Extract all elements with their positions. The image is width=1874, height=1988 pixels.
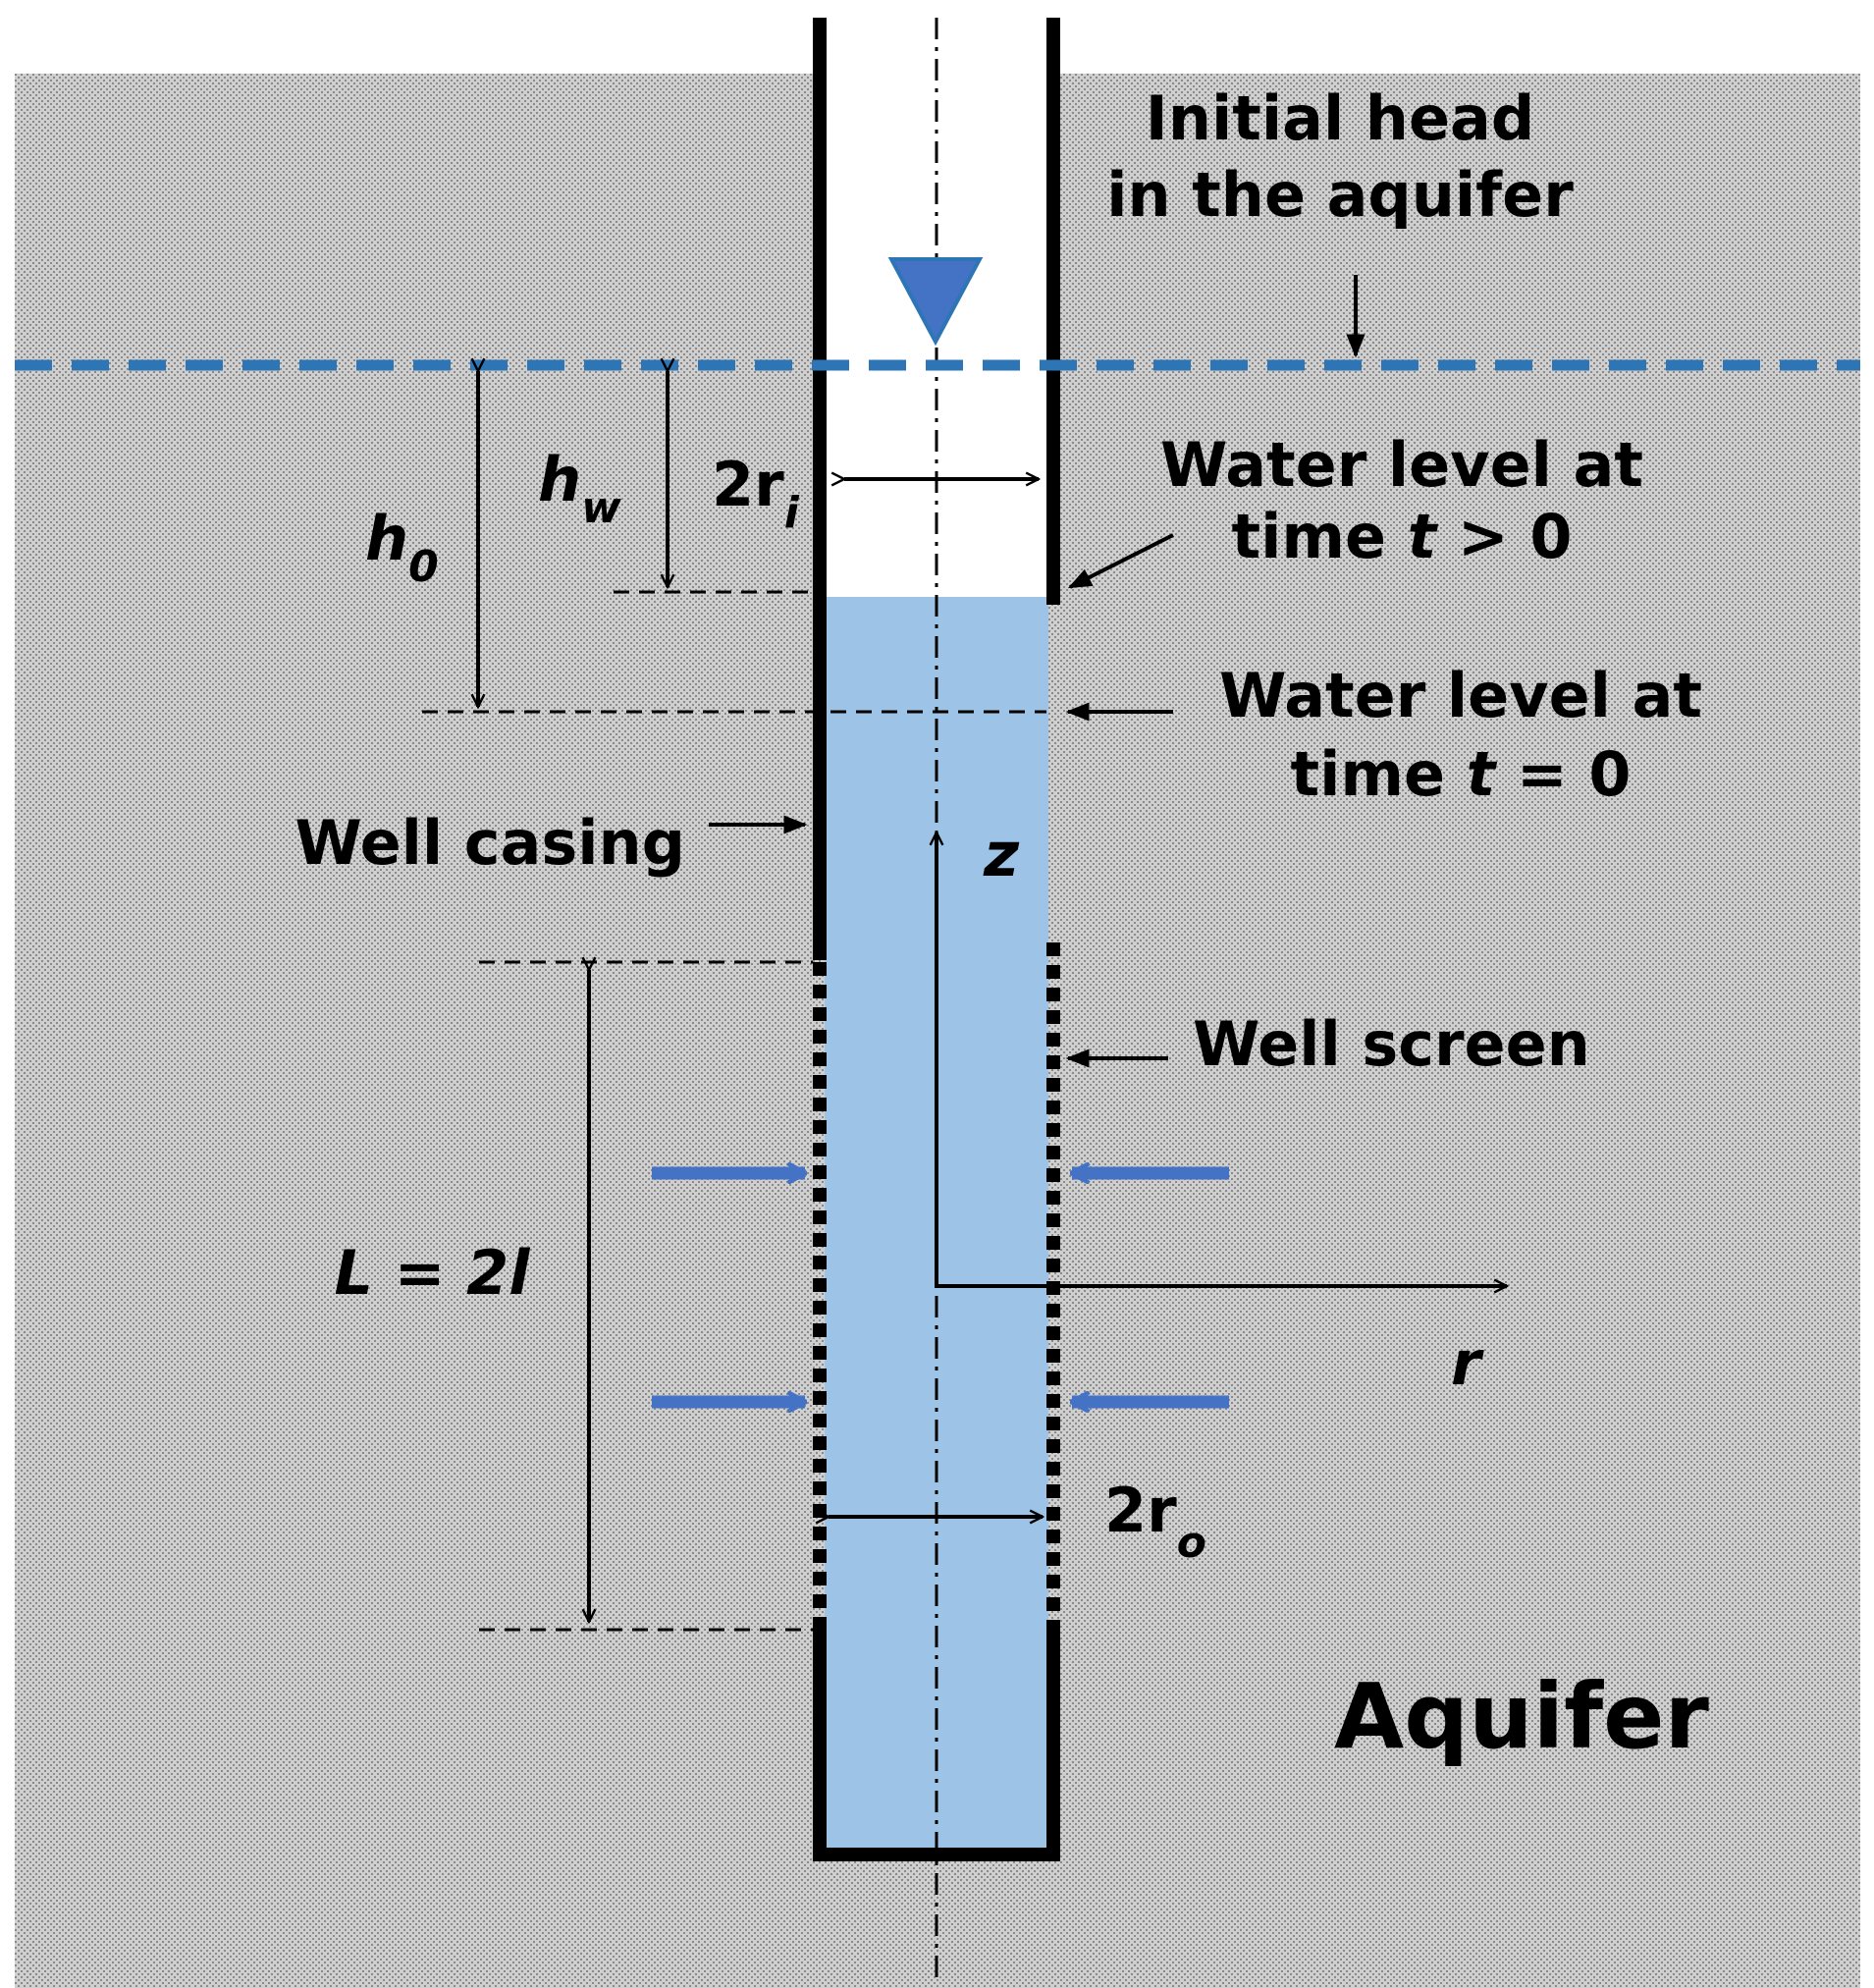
water-level-t0-label-line2: time t = 0 — [1290, 738, 1631, 810]
two-ro-label: 2ro — [1104, 1475, 1206, 1568]
level-t-gt0-pointer — [1067, 533, 1174, 589]
casing-left-lower — [813, 1630, 827, 1861]
well-screen-label: Well screen — [1193, 1008, 1590, 1080]
z-axis-label: z — [983, 819, 1020, 890]
water-level-t-gt0-label-line1: Water level at — [1160, 429, 1643, 501]
water-level-t-gt0-label-line2: time t > 0 — [1231, 501, 1572, 572]
hw-label: hw — [538, 444, 621, 533]
water-table-marker-icon — [887, 257, 984, 347]
initial-head-label-line2: in the aquifer — [1106, 159, 1574, 231]
two-ri-label: 2ri — [712, 449, 800, 538]
r-axis-label: r — [1451, 1327, 1484, 1399]
water-level-t0-label-line1: Water level at — [1219, 660, 1702, 731]
casing-right-lower — [1046, 1630, 1060, 1861]
screen-length-label: L = 2l — [334, 1237, 530, 1309]
h0-label: h0 — [365, 503, 439, 592]
casing-bottom — [813, 1848, 1060, 1861]
casing-left-upper — [813, 18, 827, 960]
casing-right-upper — [1046, 18, 1060, 605]
well-casing-label: Well casing — [294, 807, 685, 879]
initial-head-label-line1: Initial head — [1146, 82, 1534, 154]
aquifer-label: Aquifer — [1334, 1664, 1710, 1769]
